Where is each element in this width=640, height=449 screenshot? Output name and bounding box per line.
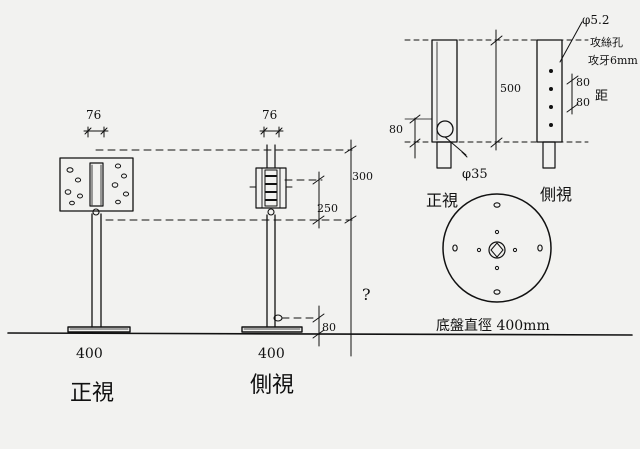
- detail-side-caption: 側視: [540, 185, 572, 204]
- detail-front-stem: [436, 141, 452, 169]
- detail-spacing-a: 80: [576, 76, 590, 89]
- round-base-plate: [442, 193, 552, 303]
- front-bracket: [89, 162, 104, 207]
- front-diameter-dimension: [83, 126, 109, 138]
- front-view: [59, 126, 134, 333]
- side-view-caption: 側視: [250, 373, 294, 398]
- front-base-width-label: 400: [76, 346, 103, 362]
- side-view: [241, 126, 357, 357]
- side-dim-top-label: 300: [352, 170, 373, 183]
- side-question-mark: ?: [362, 285, 371, 304]
- front-pivot-bolt: [92, 208, 100, 216]
- base-plate-outline: [442, 193, 552, 303]
- detail-hole-label-2: 攻牙6mm: [588, 53, 638, 67]
- detail-front-caption: 正視: [426, 191, 458, 210]
- ground-line: [7, 332, 633, 336]
- front-plate-holes: [64, 163, 130, 206]
- side-bracket: [255, 167, 287, 209]
- detail-left-dim-label: 80: [389, 123, 403, 136]
- side-base-plate: [241, 326, 303, 333]
- base-plate-label: 底盤直徑 400mm: [436, 317, 550, 334]
- detail-height-label: 500: [500, 82, 521, 95]
- detail-spacing-label: 距: [595, 89, 608, 104]
- side-dim-mid-label: 250: [317, 202, 338, 215]
- detail-bottom-diameter: φ35: [462, 167, 488, 182]
- detail-spacing-b: 80: [576, 96, 590, 109]
- front-mount-plate: [59, 157, 134, 212]
- side-pivot-bolt: [267, 208, 275, 216]
- projection-lines: [95, 149, 353, 319]
- side-base-width-label: 400: [258, 346, 285, 362]
- sketch-labels: 76 76 400 400 正視 側視 300 250 80 ? 500 80 …: [70, 13, 638, 406]
- side-height-dimensions: [312, 139, 357, 357]
- side-diameter-dimension: [259, 126, 284, 138]
- side-diameter-label: 76: [262, 108, 277, 122]
- detail-side-tube: [536, 39, 563, 143]
- detail-hole-label-1: 攻絲孔: [590, 35, 623, 49]
- detail-side-stem: [542, 141, 556, 169]
- detail-side-holes: [549, 69, 553, 127]
- detail-hole-spec: φ5.2: [582, 13, 610, 27]
- front-base-plate: [67, 326, 131, 333]
- detail-view: [404, 21, 589, 169]
- side-dim-bottom-label: 80: [322, 321, 336, 334]
- front-diameter-label: 76: [86, 108, 101, 122]
- base-plate-center-ring: [488, 241, 506, 259]
- detail-hole-callout: [436, 120, 454, 138]
- front-view-caption: 正視: [70, 381, 114, 406]
- side-foot-bolt: [273, 314, 283, 322]
